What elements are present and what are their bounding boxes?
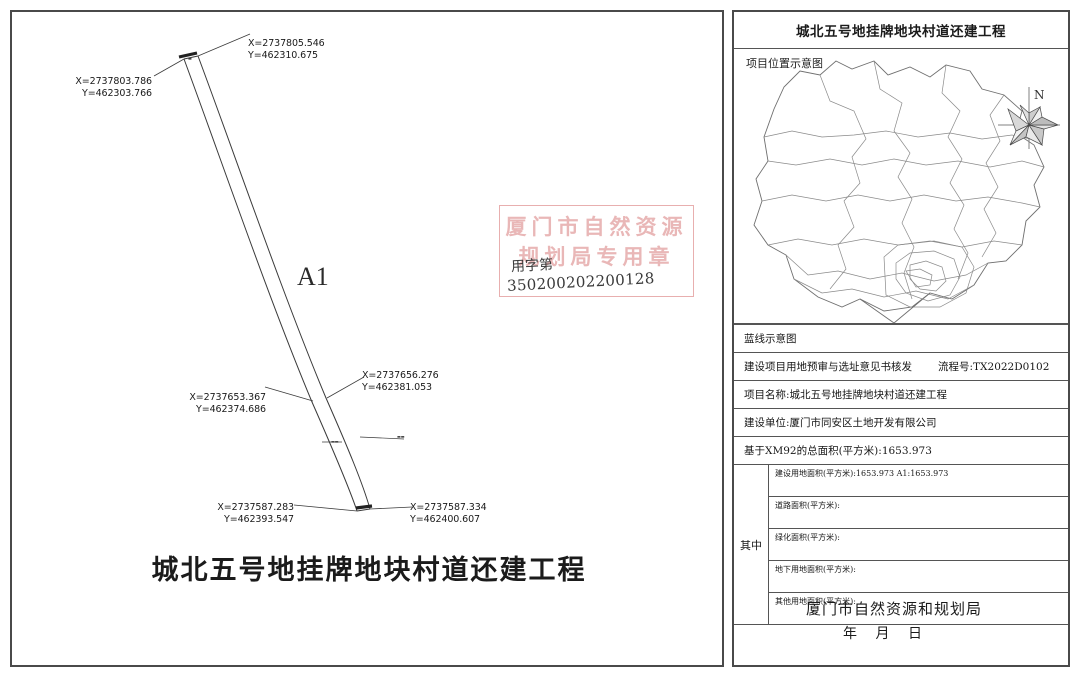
breakdown-cell: 其中 建设用地面积(平方米):1653.973 A1:1653.973 道路面积… bbox=[734, 464, 1068, 625]
breakdown-label: 其中 bbox=[734, 465, 769, 624]
leader-top-right bbox=[197, 33, 251, 57]
inset-caption: 项目位置示意图 bbox=[746, 57, 823, 70]
table-row: 建设单位:厦门市同安区土地开发有限公司 bbox=[734, 408, 1068, 437]
sub-row-underground: 地下用地面积(平方米): bbox=[769, 561, 1068, 593]
compass-north-icon: N bbox=[998, 87, 1060, 149]
dimension-tick-left: ▬▬ bbox=[331, 439, 339, 444]
location-inset-map: 项目位置示意图 bbox=[734, 48, 1068, 324]
sub-row-construction-land: 建设用地面积(平方米):1653.973 A1:1653.973 bbox=[769, 465, 1068, 497]
seal-border bbox=[499, 205, 694, 297]
project-info-table: 蓝线示意图 建设项目用地预审与选址意见书核发 流程号:TX2022D0102 项… bbox=[734, 324, 1068, 625]
info-panel-frame: 城北五号地挂牌地块村道还建工程 项目位置示意图 bbox=[732, 10, 1070, 667]
dimension-tick-top: ▬ bbox=[188, 56, 192, 61]
seal-text-line1: 厦门市自然资源 bbox=[505, 214, 688, 239]
date-line: 年 月 日 bbox=[843, 626, 929, 642]
leader-bottom-left bbox=[293, 504, 358, 512]
parcel-drawing bbox=[153, 33, 413, 512]
compass-north-label: N bbox=[1034, 88, 1045, 102]
seal-handwriting-prefix: 用字第 bbox=[510, 256, 554, 276]
dimension-leader-right bbox=[359, 436, 405, 440]
approval-label: 建设项目用地预审与选址意见书核发 bbox=[744, 361, 912, 373]
table-row: 项目名称:城北五号地挂牌地块村道还建工程 bbox=[734, 380, 1068, 409]
row-blue-line: 蓝线示意图 bbox=[734, 324, 1068, 353]
row-approval: 建设项目用地预审与选址意见书核发 流程号:TX2022D0102 bbox=[734, 352, 1068, 381]
row-construction-unit: 建设单位:厦门市同安区土地开发有限公司 bbox=[734, 408, 1068, 437]
map-title: 城北五号地挂牌地块村道还建工程 bbox=[151, 555, 587, 586]
table-row: 蓝线示意图 bbox=[734, 324, 1068, 353]
boundary-marker-bottom bbox=[355, 504, 373, 510]
sub-row-road: 道路面积(平方米): bbox=[769, 497, 1068, 529]
leader-mid-right bbox=[326, 376, 365, 399]
leader-top-left bbox=[153, 58, 185, 77]
row-project-name: 项目名称:城北五号地挂牌地块村道还建工程 bbox=[734, 380, 1068, 409]
issuing-authority: 厦门市自然资源和规划局 bbox=[805, 600, 982, 618]
parcel-label-a1: A1 bbox=[297, 262, 329, 291]
table-row: 基于XM92的总面积(平方米):1653.973 bbox=[734, 436, 1068, 465]
sub-row-other: 其他用地面积(平方米): bbox=[775, 597, 856, 606]
sub-row-green: 绿化面积(平方米): bbox=[769, 529, 1068, 561]
dimension-tick-right: ▬▬ bbox=[397, 434, 405, 439]
table-row-breakdown: 其中 建设用地面积(平方米):1653.973 A1:1653.973 道路面积… bbox=[734, 464, 1068, 625]
boundary-marker-top bbox=[178, 51, 198, 59]
official-seal: 厦门市自然资源 规划局专用章 用字第 350200202200128 bbox=[499, 205, 694, 297]
xiamen-district-map bbox=[753, 60, 1045, 323]
row-total-area: 基于XM92的总面积(平方米):1653.973 bbox=[734, 436, 1068, 465]
flow-number: 流程号:TX2022D0102 bbox=[938, 361, 1050, 373]
table-row: 建设项目用地预审与选址意见书核发 流程号:TX2022D0102 bbox=[734, 352, 1068, 381]
seal-text-line2: 规划局专用章 bbox=[518, 244, 675, 269]
panel-title: 城北五号地挂牌地块村道还建工程 bbox=[796, 24, 1006, 40]
leader-bottom-right bbox=[369, 506, 413, 510]
leader-mid-left bbox=[264, 386, 314, 402]
